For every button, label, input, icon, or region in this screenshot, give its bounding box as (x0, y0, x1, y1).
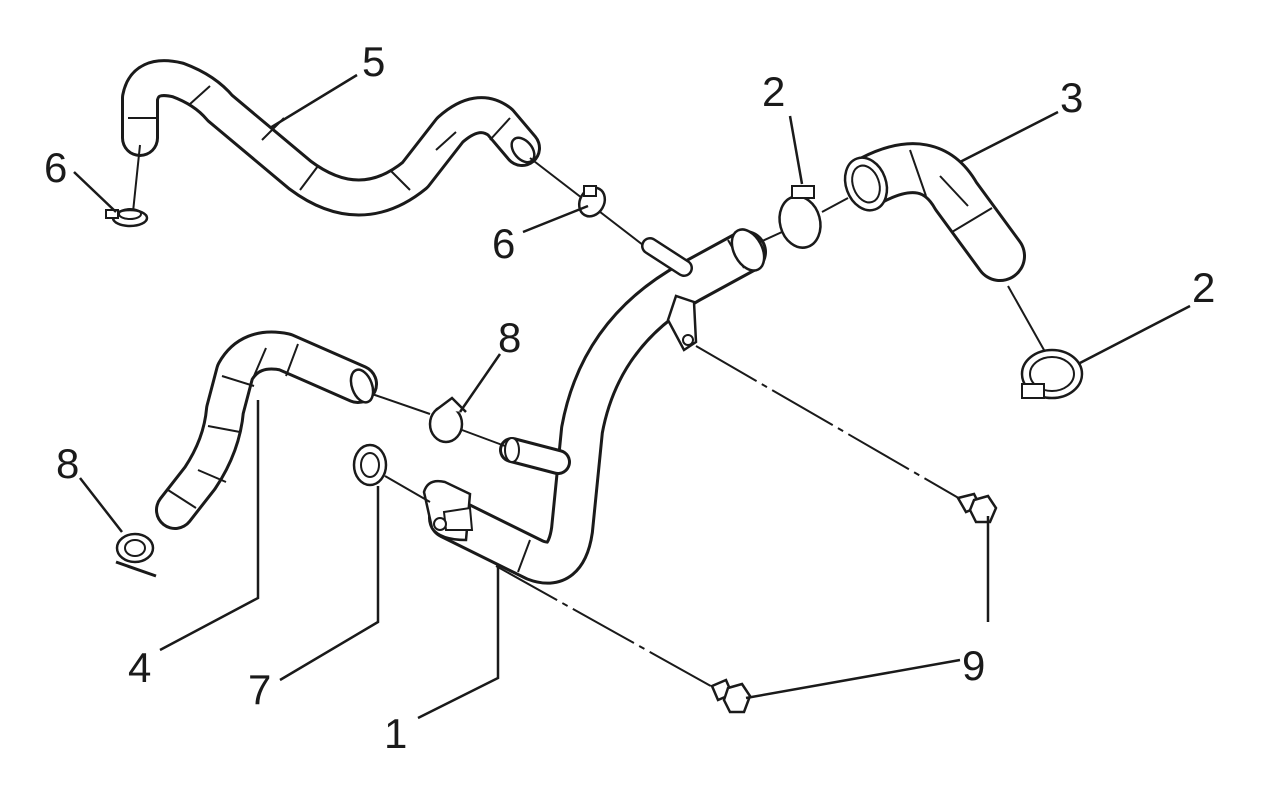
hose-4 (155, 330, 378, 530)
pipe-1 (422, 228, 767, 585)
clamp-6-left (105, 208, 149, 228)
leader-lines (73, 73, 1191, 720)
callout-9: 9 (962, 642, 985, 689)
clamp-2-lower (1020, 348, 1084, 400)
callout-1: 1 (384, 710, 407, 757)
clamp-8-middle (428, 396, 467, 444)
bolt-9-right (956, 492, 998, 524)
hose-5 (121, 59, 541, 217)
clamp-2-upper (778, 185, 822, 249)
hose-3 (843, 142, 1026, 282)
bolt-9-bottom (710, 678, 752, 714)
callout-6-middle: 6 (492, 220, 515, 267)
callout-2-upper: 2 (762, 68, 785, 115)
clamp-6-middle (577, 185, 607, 218)
callout-6-left: 6 (44, 144, 67, 191)
callout-7: 7 (248, 666, 271, 713)
clamp-8-left (115, 532, 157, 578)
callout-3: 3 (1060, 74, 1083, 121)
seal-7 (352, 443, 388, 487)
callout-5: 5 (362, 38, 385, 85)
callout-8-left: 8 (56, 440, 79, 487)
callout-2-lower: 2 (1192, 264, 1215, 311)
callout-4: 4 (128, 644, 151, 691)
callout-8-middle: 8 (498, 314, 521, 361)
